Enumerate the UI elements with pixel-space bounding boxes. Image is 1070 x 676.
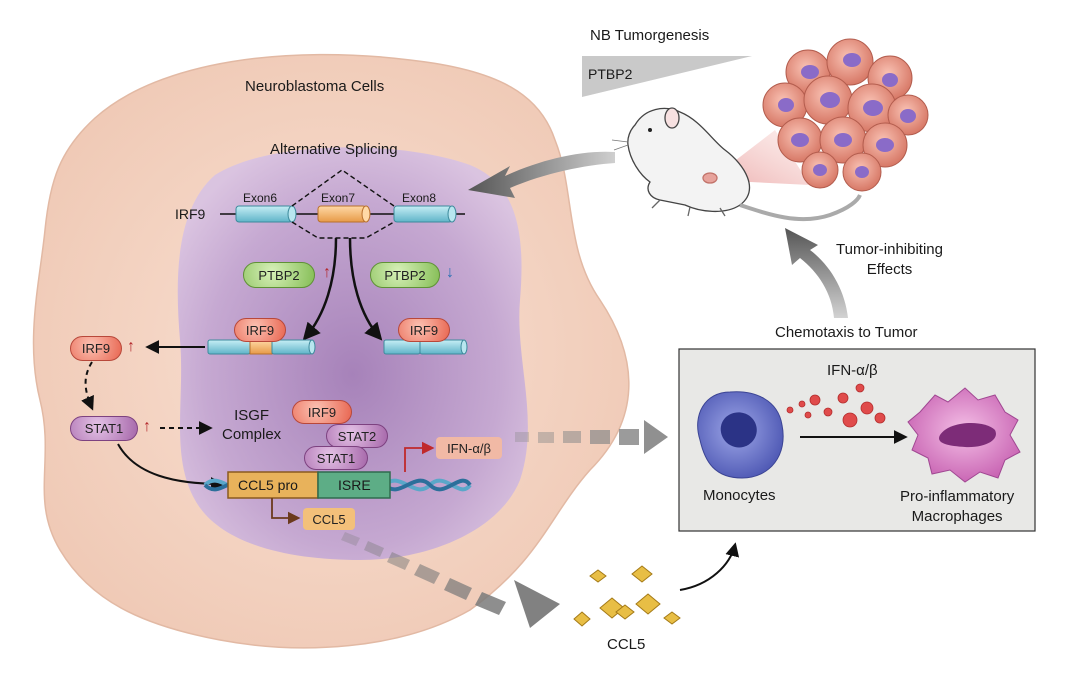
exon7-label: Exon7	[321, 191, 356, 205]
isgf-label: ISGF Complex	[222, 406, 281, 444]
cell-title: Neuroblastoma Cells	[245, 78, 385, 95]
tumorigenesis-label: NB Tumorgenesis	[590, 27, 710, 44]
skipping-arrow	[348, 237, 383, 341]
macrophages-line1: Pro-inflammatory	[900, 488, 1015, 505]
ifn-particles	[786, 383, 886, 428]
exon6-icon	[235, 205, 297, 223]
isoform-label-1: IRF9	[234, 318, 286, 342]
ccl5-transcription-arrow	[271, 498, 301, 525]
ccl5-secretion-arrow	[341, 532, 560, 628]
stat1-up-arrow-icon: ↑	[143, 418, 151, 435]
stat1-protein-text: STAT1	[84, 421, 124, 436]
macrophage-icon	[907, 387, 1021, 483]
complex-irf9-text: IRF9	[307, 404, 337, 420]
mouse-icon	[611, 107, 862, 222]
isoform-label-2-text: IRF9	[409, 322, 439, 338]
splice-inclusion-line	[291, 169, 395, 207]
isoform-skipping-exon7	[383, 339, 468, 355]
complex-stat1-text: STAT1	[316, 450, 356, 466]
down-arrow-icon: ↓	[446, 264, 454, 281]
ccl5-output-label: CCL5	[303, 508, 355, 530]
ifn-secretion-arrow	[515, 420, 668, 454]
isoform-label-2: IRF9	[398, 318, 450, 342]
up-arrow-icon: ↑	[323, 264, 331, 281]
chemotaxis-arrow	[679, 542, 740, 591]
ccl5-particles	[573, 565, 681, 627]
ccl5-bottom-label: CCL5	[607, 636, 646, 653]
chemotaxis-label: Chemotaxis to Tumor	[775, 324, 918, 341]
tumorigenesis-arrow	[468, 151, 615, 198]
tumor-effects-line2: Effects	[866, 261, 913, 278]
complex-irf9: IRF9	[292, 400, 352, 424]
inclusion-arrow	[302, 237, 338, 341]
isoform-label-1-text: IRF9	[245, 322, 275, 338]
wedge-label: PTBP2	[588, 66, 633, 82]
monocyte-icon	[697, 391, 784, 479]
ifn-output-text: IFN-α/β	[447, 440, 491, 456]
exon8-icon	[393, 205, 457, 223]
isoform-with-exon7	[207, 339, 316, 355]
complex-stat2: STAT2	[326, 424, 388, 448]
ifn-transcription-arrow	[404, 441, 435, 472]
tumor-effects-label: Tumor-inhibiting Effects	[836, 240, 943, 280]
exon8-label: Exon8	[402, 191, 437, 205]
complex-stat1: STAT1	[304, 446, 368, 470]
monocytes-label: Monocytes	[703, 487, 776, 504]
exon6-label: Exon6	[243, 191, 278, 205]
box-ifn-label: IFN-α/β	[827, 362, 878, 379]
stat1-protein: STAT1	[70, 416, 138, 441]
macrophages-label: Pro-inflammatory Macrophages	[900, 487, 1014, 527]
tumor-inhibiting-arrow	[785, 228, 848, 318]
ptbp2-wedge	[582, 56, 752, 97]
irf9-protein-text: IRF9	[81, 341, 111, 356]
isgf-line2: Complex	[222, 426, 282, 443]
ccl5-promoter-box	[227, 471, 319, 499]
splicing-title: Alternative Splicing	[270, 141, 398, 158]
ptbp2-down-label: PTBP2	[384, 267, 426, 283]
promoter-label: CCL5 pro	[238, 477, 298, 493]
tumor-icon	[762, 38, 929, 192]
irf9-protein: IRF9	[70, 336, 122, 361]
ptbp2-up-label: PTBP2	[258, 267, 300, 283]
ptbp2-down-pill: PTBP2	[370, 262, 440, 288]
isre-label: ISRE	[338, 477, 371, 493]
ccl5-output-text: CCL5	[312, 511, 346, 527]
gene-label: IRF9	[175, 206, 206, 222]
macrophages-line2: Macrophages	[911, 508, 1003, 525]
tumor-effects-line1: Tumor-inhibiting	[836, 241, 943, 258]
complex-stat2-text: STAT2	[337, 428, 377, 444]
exon7-icon	[317, 205, 371, 223]
ptbp2-up-pill: PTBP2	[243, 262, 315, 288]
irf9-to-stat1-arrow	[81, 361, 94, 411]
isgf-line1: ISGF	[234, 407, 270, 424]
irf9-up-arrow-icon: ↑	[127, 338, 135, 355]
isre-box	[317, 471, 391, 499]
ifn-output-label: IFN-α/β	[436, 437, 502, 459]
